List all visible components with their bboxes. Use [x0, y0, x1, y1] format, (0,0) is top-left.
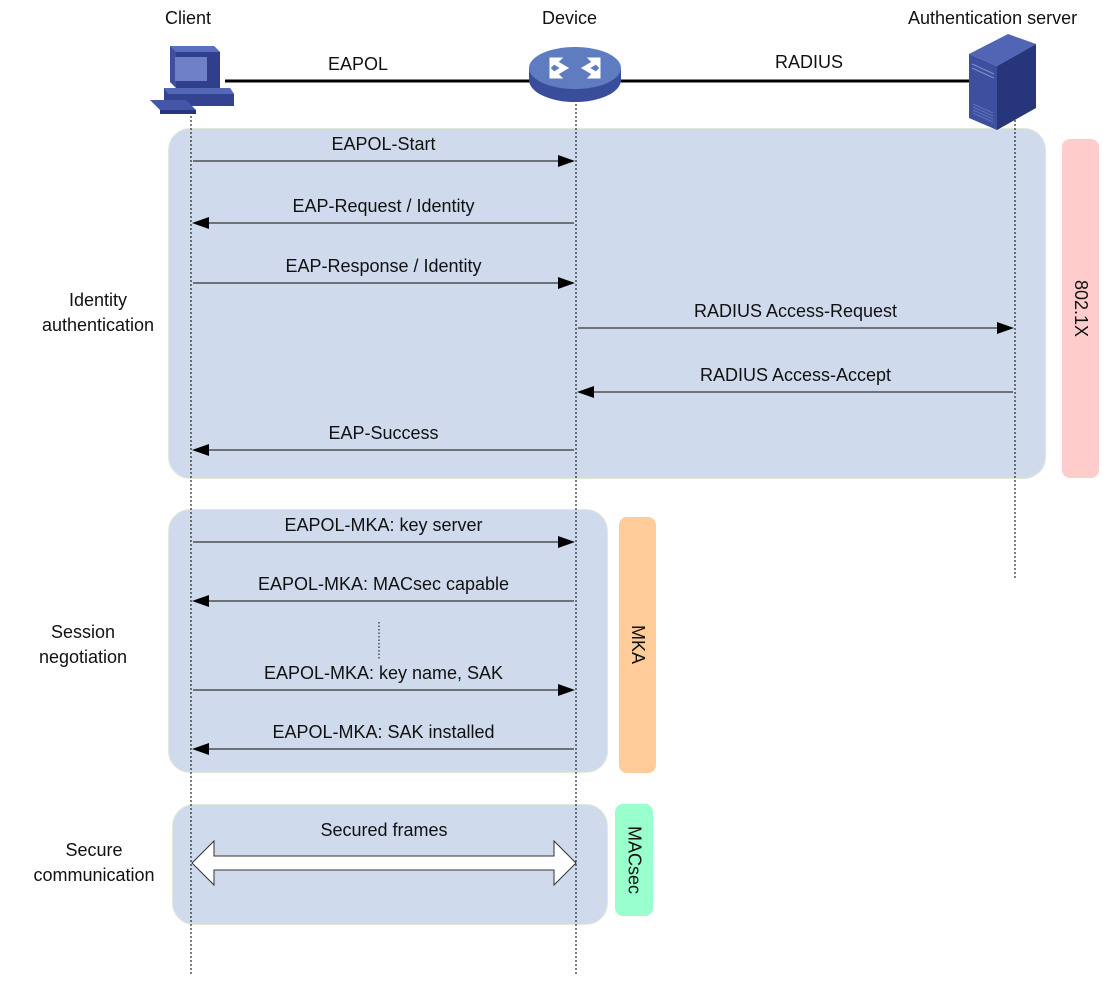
message-label: RADIUS Access-Request: [693, 301, 898, 321]
phase-label-line: communication: [33, 865, 155, 885]
client-computer-icon: [150, 46, 234, 114]
phase-label-line: Secure: [65, 840, 123, 860]
phase-label-identity-authentication: Identity authentication: [18, 288, 178, 338]
phase-label-line: Session: [50, 622, 116, 642]
client-label: Client: [165, 8, 212, 28]
server-label: Authentication server: [908, 8, 1078, 28]
message-label: EAP-Request / Identity: [292, 196, 475, 216]
phase-label-secure-communication: Secure communication: [14, 838, 174, 888]
message-label: RADIUS Access-Accept: [699, 365, 892, 385]
message-arrowhead: [558, 536, 575, 548]
message-arrowhead: [997, 322, 1014, 334]
eapol-link-label: EAPOL: [328, 54, 389, 74]
phase-label-line: negotiation: [38, 647, 128, 667]
secured-frames-label: Secured frames: [320, 820, 448, 840]
tag-macsec-label: MACsec: [624, 825, 645, 894]
message-label: EAPOL-Start: [331, 134, 436, 154]
message-label: EAPOL-MKA: key name, SAK: [263, 663, 504, 683]
radius-link-label: RADIUS: [775, 52, 844, 72]
message-arrowhead: [192, 217, 209, 229]
tag-802-1x-label: 802.1X: [1071, 279, 1091, 338]
message-arrowhead: [192, 595, 209, 607]
message-label: EAP-Success: [328, 423, 439, 443]
message-arrowhead: [558, 684, 575, 696]
message-arrowhead: [192, 743, 209, 755]
message-arrowhead: [558, 155, 575, 167]
session-negotiation-panel: [168, 509, 608, 773]
tag-802-1x: 802.1X: [1062, 139, 1099, 478]
tag-mka: MKA: [619, 517, 656, 773]
auth-server-icon: [969, 34, 1036, 130]
message-label: EAPOL-MKA: key server: [284, 515, 483, 535]
phase-label-line: Identity: [68, 290, 128, 310]
phase-label-line: authentication: [41, 315, 155, 335]
message-label: EAP-Response / Identity: [285, 256, 482, 276]
tag-macsec: MACsec: [615, 804, 653, 916]
message-label: EAPOL-MKA: SAK installed: [272, 722, 495, 742]
message-arrowhead: [577, 386, 594, 398]
secured-frames-arrow: [191, 839, 577, 887]
message-arrowhead: [192, 444, 209, 456]
phase-label-session-negotiation: Session negotiation: [3, 620, 163, 670]
message-arrowhead: [558, 277, 575, 289]
device-switch-icon: [529, 47, 621, 102]
message-label: EAPOL-MKA: MACsec capable: [257, 574, 510, 594]
identity-auth-panel: [168, 128, 1046, 479]
tag-mka-label: MKA: [628, 625, 648, 665]
device-label: Device: [542, 8, 598, 28]
